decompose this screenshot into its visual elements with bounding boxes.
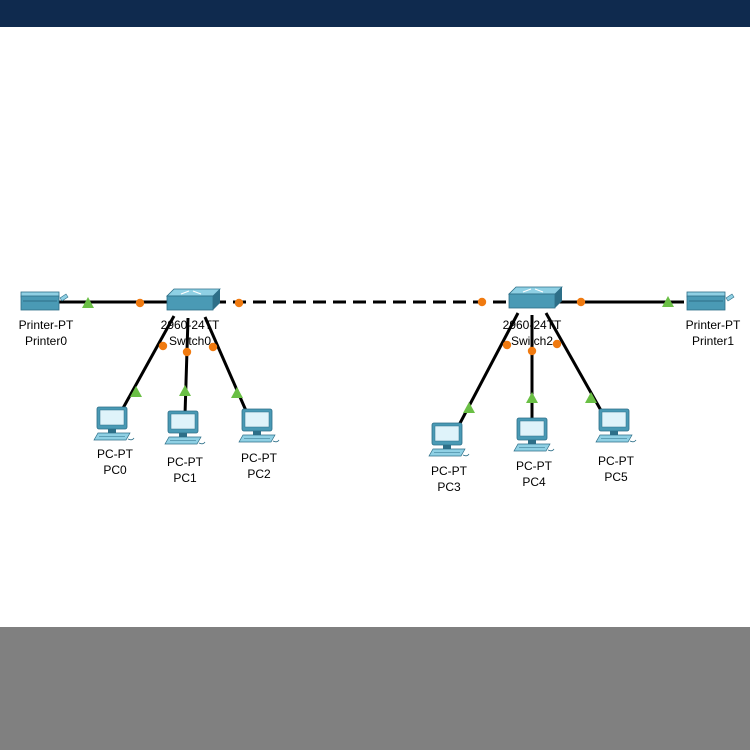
device-model-label: PC-PT bbox=[598, 454, 635, 468]
port-light-green bbox=[179, 385, 191, 396]
port-light-orange bbox=[502, 340, 512, 350]
port-light-green bbox=[231, 387, 243, 398]
switch-switch0[interactable] bbox=[166, 288, 221, 311]
pc-pc4[interactable] bbox=[513, 417, 555, 452]
switch-switch2[interactable] bbox=[508, 286, 563, 309]
link-switch0-pc1[interactable] bbox=[183, 317, 190, 416]
device-model-label: PC-PT bbox=[97, 447, 134, 461]
device-model-label: PC-PT bbox=[167, 455, 204, 469]
port-light-orange bbox=[576, 297, 586, 307]
printer-printer1[interactable] bbox=[686, 291, 735, 311]
device-model-label: PC-PT bbox=[431, 464, 468, 478]
network-topology-diagram: Printer-PT Printer0 2960-24TT Switch0 2960-2… bbox=[19, 286, 741, 494]
device-model-label: Printer-PT bbox=[19, 318, 74, 332]
printer-printer0[interactable] bbox=[20, 291, 69, 311]
port-light-orange bbox=[477, 297, 487, 307]
topology-canvas[interactable]: Printer-PT Printer0 2960-24TT Switch0 2960-2… bbox=[0, 27, 750, 627]
device-model-label: 2960-24TT bbox=[161, 318, 220, 332]
port-light-orange bbox=[182, 347, 192, 357]
port-light-orange bbox=[208, 342, 218, 352]
labels-layer: Printer-PT Printer0 2960-24TT Switch0 2960-2… bbox=[19, 318, 741, 494]
pc-pc3[interactable] bbox=[428, 422, 470, 457]
device-model-label: PC-PT bbox=[241, 451, 278, 465]
top-bar bbox=[0, 0, 750, 27]
port-light-green bbox=[82, 297, 94, 308]
device-name-label: Switch0 bbox=[169, 334, 211, 348]
device-name-label: PC4 bbox=[522, 475, 546, 489]
device-model-label: PC-PT bbox=[516, 459, 553, 473]
port-light-green bbox=[130, 386, 142, 397]
device-model-label: Printer-PT bbox=[686, 318, 741, 332]
device-model-label: 2960-24TT bbox=[503, 318, 562, 332]
device-name-label: PC1 bbox=[173, 471, 197, 485]
bottom-bar bbox=[0, 627, 750, 750]
port-light-orange bbox=[158, 341, 168, 351]
port-light-green bbox=[463, 402, 475, 413]
port-light-orange bbox=[527, 346, 537, 356]
pc-pc0[interactable] bbox=[93, 406, 135, 441]
device-name-label: Printer1 bbox=[692, 334, 734, 348]
port-light-orange bbox=[552, 339, 562, 349]
device-name-label: Printer0 bbox=[25, 334, 67, 348]
port-markers-layer bbox=[82, 296, 674, 413]
pc-pc5[interactable] bbox=[595, 408, 637, 443]
port-light-green bbox=[526, 392, 538, 403]
port-light-orange bbox=[234, 298, 244, 308]
devices-layer bbox=[20, 286, 735, 457]
pc-pc2[interactable] bbox=[238, 408, 280, 443]
device-name-label: PC2 bbox=[247, 467, 271, 481]
link-switch0-pc0[interactable] bbox=[120, 315, 176, 411]
port-light-green bbox=[662, 296, 674, 307]
links-layer bbox=[48, 300, 684, 428]
device-name-label: PC5 bbox=[604, 470, 628, 484]
device-name-label: PC0 bbox=[103, 463, 127, 477]
port-light-green bbox=[585, 392, 597, 403]
port-light-orange bbox=[135, 298, 145, 308]
device-name-label: PC3 bbox=[437, 480, 461, 494]
device-name-label: Switch2 bbox=[511, 334, 553, 348]
pc-pc1[interactable] bbox=[164, 410, 206, 445]
